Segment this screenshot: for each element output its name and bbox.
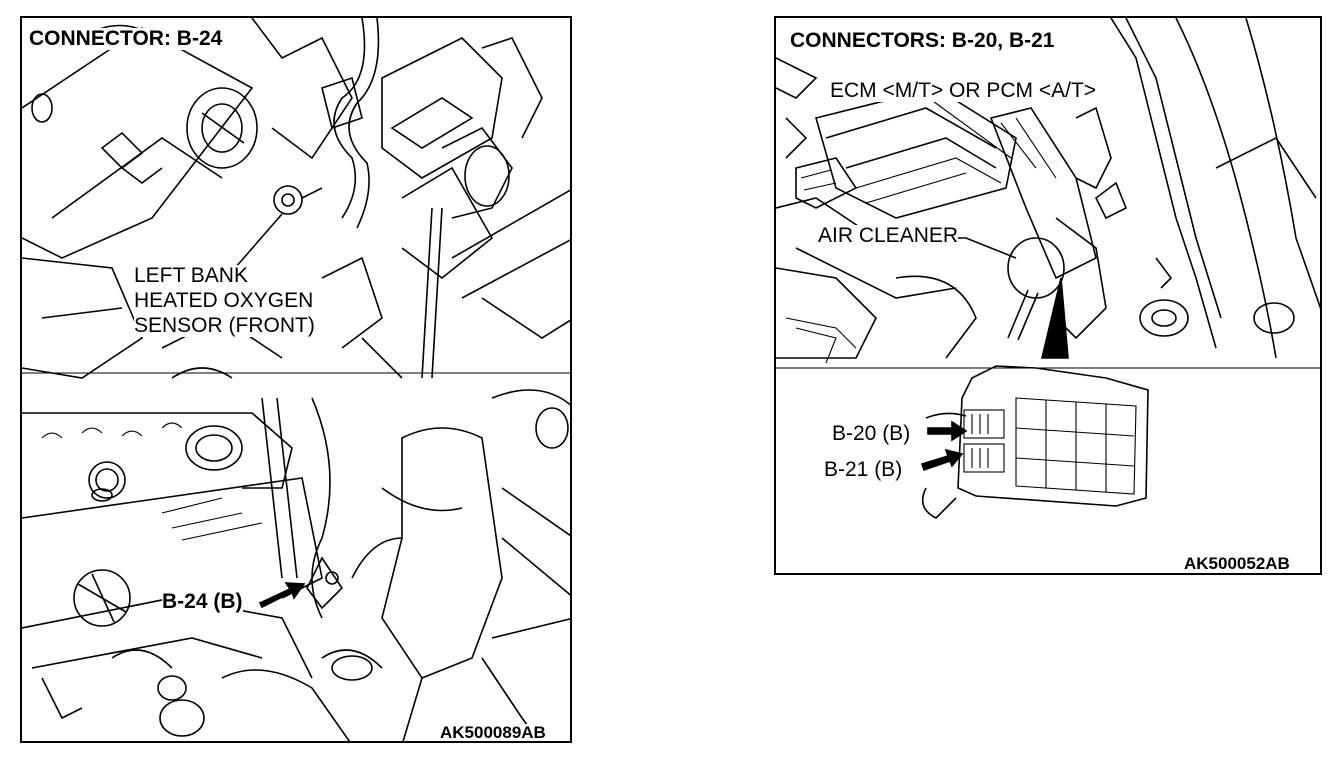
oxygen-sensor-callout-line2: HEATED OXYGEN [134, 289, 314, 313]
engine-bay-illustration-left [22, 18, 570, 741]
oxygen-sensor-callout-line3: SENSOR (FRONT) [134, 314, 315, 338]
right-figure-title: CONNECTORS: B-20, B-21 [790, 29, 1055, 53]
connector-b24-label: B-24 (B) [162, 590, 243, 614]
engine-bay-illustration-right [776, 18, 1320, 519]
connector-b20-label: B-20 (B) [832, 422, 911, 446]
left-figure-panel: CONNECTOR: B-24 LEFT BANK HEATED OXYGEN … [20, 16, 572, 743]
left-figure-code: AK500089AB [440, 723, 546, 742]
oxygen-sensor-callout-line1: LEFT BANK [134, 264, 248, 288]
ecm-pcm-label: ECM <M/T> OR PCM <A/T> [830, 79, 1097, 103]
connector-b21-label: B-21 (B) [824, 458, 903, 482]
left-figure-title: CONNECTOR: B-24 [29, 27, 223, 51]
right-figure-panel: CONNECTORS: B-20, B-21 ECM <M/T> OR PCM … [774, 16, 1322, 575]
right-figure-code: AK500052AB [1184, 554, 1290, 573]
air-cleaner-label: AIR CLEANER [818, 224, 959, 248]
